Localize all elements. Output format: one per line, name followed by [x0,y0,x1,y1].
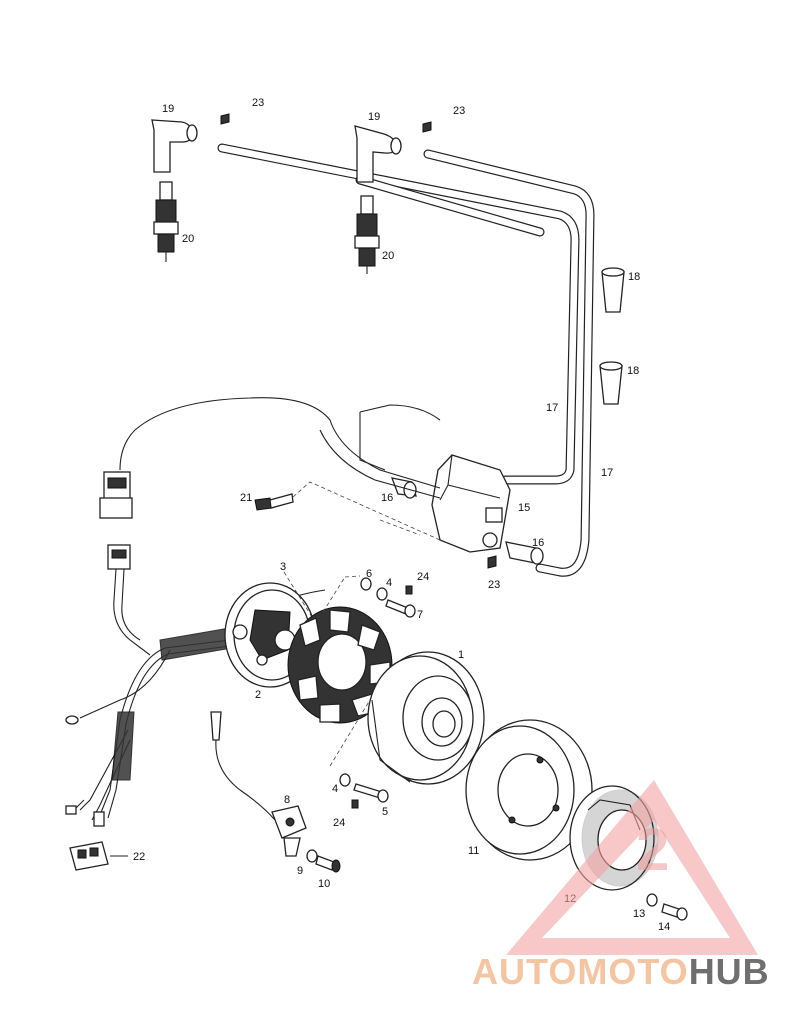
label-4-upper: 4 [386,577,392,589]
label-7: 7 [417,609,423,621]
watermark-logo-2: 2 [636,816,669,883]
bolt-21 [254,493,294,511]
clip-23-right [422,121,432,133]
sleeve-upper [601,267,625,313]
label-1: 1 [458,649,464,661]
spark-plug-leads [217,143,595,577]
label-19-left: 19 [162,103,174,115]
label-18-lower: 18 [627,365,639,377]
washer-13 [646,893,658,907]
watermark-auto: AUTO [472,951,577,992]
flywheel [367,651,485,785]
label-3: 3 [280,561,286,573]
label-24-lower: 24 [333,817,345,829]
ignition-coil [431,454,511,553]
label-20-left: 20 [182,233,194,245]
label-4-lower: 4 [332,783,338,795]
watermark-text: AUTOMOTOHUB [472,951,770,992]
label-11: 11 [468,845,479,857]
spark-plug-cap-right [354,125,402,183]
coil-outlet-lower [505,541,544,565]
watermark-triangle-logo [506,780,758,955]
label-14: 14 [658,921,670,933]
label-5: 5 [382,806,388,818]
label-23-right: 23 [453,105,465,117]
bolt-10 [315,855,341,873]
washer-4-upper [376,587,388,601]
sleeve-lower [599,361,623,405]
label-21: 21 [240,492,252,504]
label-15: 15 [518,502,530,514]
washer-9 [306,849,318,863]
lock-24-lower [351,799,359,809]
watermark: 2 AUTOMOTOHUB [472,780,770,992]
spark-plug-left [153,181,179,262]
label-2: 2 [255,689,261,701]
spark-plug-right [354,195,380,274]
label-20-right: 20 [382,250,394,262]
coil-outlet-upper [390,477,417,499]
watermark-hub: HUB [689,951,770,992]
bolt-7 [385,599,416,618]
label-16-lower: 16 [532,537,544,549]
connector-left-lower [107,544,131,570]
label-8: 8 [284,794,290,806]
label-17-right: 17 [601,467,613,479]
trigger-coil [210,711,307,857]
label-23-left: 23 [252,97,264,109]
bolt-5 [353,783,389,803]
label-19-right: 19 [368,111,380,123]
label-13: 13 [633,908,645,920]
clip-23-left [220,113,230,125]
wire-harness [65,589,326,827]
label-10: 10 [318,878,330,890]
stator-coil [287,606,393,724]
washer-4-lower [339,773,351,787]
spark-plug-cap-left [151,119,198,173]
label-17-left: 17 [546,402,558,414]
label-6: 6 [366,568,372,580]
label-22: 22 [133,851,145,863]
nut-23-coil [487,555,497,569]
label-23-coil: 23 [488,579,500,591]
connector-22 [69,841,128,871]
connector-left-upper [99,471,133,519]
part-labels: 19 23 19 23 20 20 18 18 17 17 15 16 16 2… [133,97,670,933]
bolt-14 [661,903,688,921]
label-9: 9 [297,865,303,877]
label-16-upper: 16 [381,492,393,504]
washer-6 [360,577,372,591]
label-24-upper: 24 [417,571,429,583]
starter-pulley [465,719,593,861]
lock-24-upper [405,585,413,595]
watermark-moto: MOTO [577,951,688,992]
label-18-upper: 18 [628,271,640,283]
